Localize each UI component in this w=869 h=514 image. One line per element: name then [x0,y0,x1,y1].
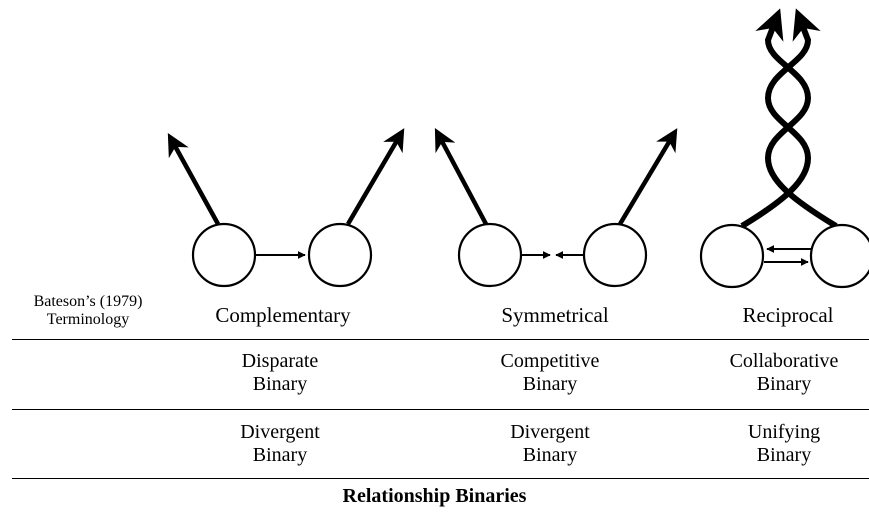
cell-divergent-binary-2: Divergent Binary [450,421,650,467]
symmetrical-arrow-right-out [618,128,678,226]
term-complementary: Complementary [215,303,351,327]
cell-competitive-binary: Competitive Binary [450,350,650,396]
term-symmetrical: Symmetrical [501,303,609,327]
reciprocal-braid-strand-right [755,8,838,229]
figure-caption: Relationship Binaries [342,485,527,507]
cell-line2: Binary [252,444,308,466]
symmetrical-diagram [434,128,678,288]
complementary-arrow-right-out [346,128,405,226]
complementary-arrow-left-out [167,133,220,226]
divider-3 [12,478,869,479]
cell-line2: Binary [252,373,308,395]
divider-1 [12,339,869,340]
complementary-node-left [191,222,257,288]
cell-line2: Binary [756,444,812,466]
cell-line2: Binary [522,373,578,395]
symmetrical-arrow-left-out [434,128,488,226]
row-label-line2: Terminology [46,310,130,328]
complementary-node-right [307,222,373,288]
cell-line1: Competitive [500,350,600,372]
cell-disparate-binary: Disparate Binary [180,350,380,396]
cell-line1: Unifying [747,421,821,443]
cell-line1: Divergent [240,421,320,443]
cell-line1: Collaborative [729,350,839,372]
reciprocal-node-left [699,223,765,289]
cell-divergent-binary-1: Divergent Binary [180,421,380,467]
divider-2 [12,409,869,410]
row-label-line1: Bateson’s (1979) [33,293,143,310]
cell-line1: Disparate [241,350,319,372]
cell-collaborative-binary: Collaborative Binary [684,350,869,396]
reciprocal-diagram [699,8,869,289]
term-reciprocal: Reciprocal [742,303,834,327]
symmetrical-node-right [582,222,648,288]
cell-line1: Divergent [510,421,590,443]
cell-unifying-binary: Unifying Binary [684,421,869,467]
row-label-bateson: Bateson’s (1979) Terminology [12,293,164,328]
cell-line2: Binary [756,373,812,395]
symmetrical-node-left [457,222,523,288]
complementary-diagram [167,128,405,288]
cell-line2: Binary [522,444,578,466]
reciprocal-node-right [809,223,869,289]
